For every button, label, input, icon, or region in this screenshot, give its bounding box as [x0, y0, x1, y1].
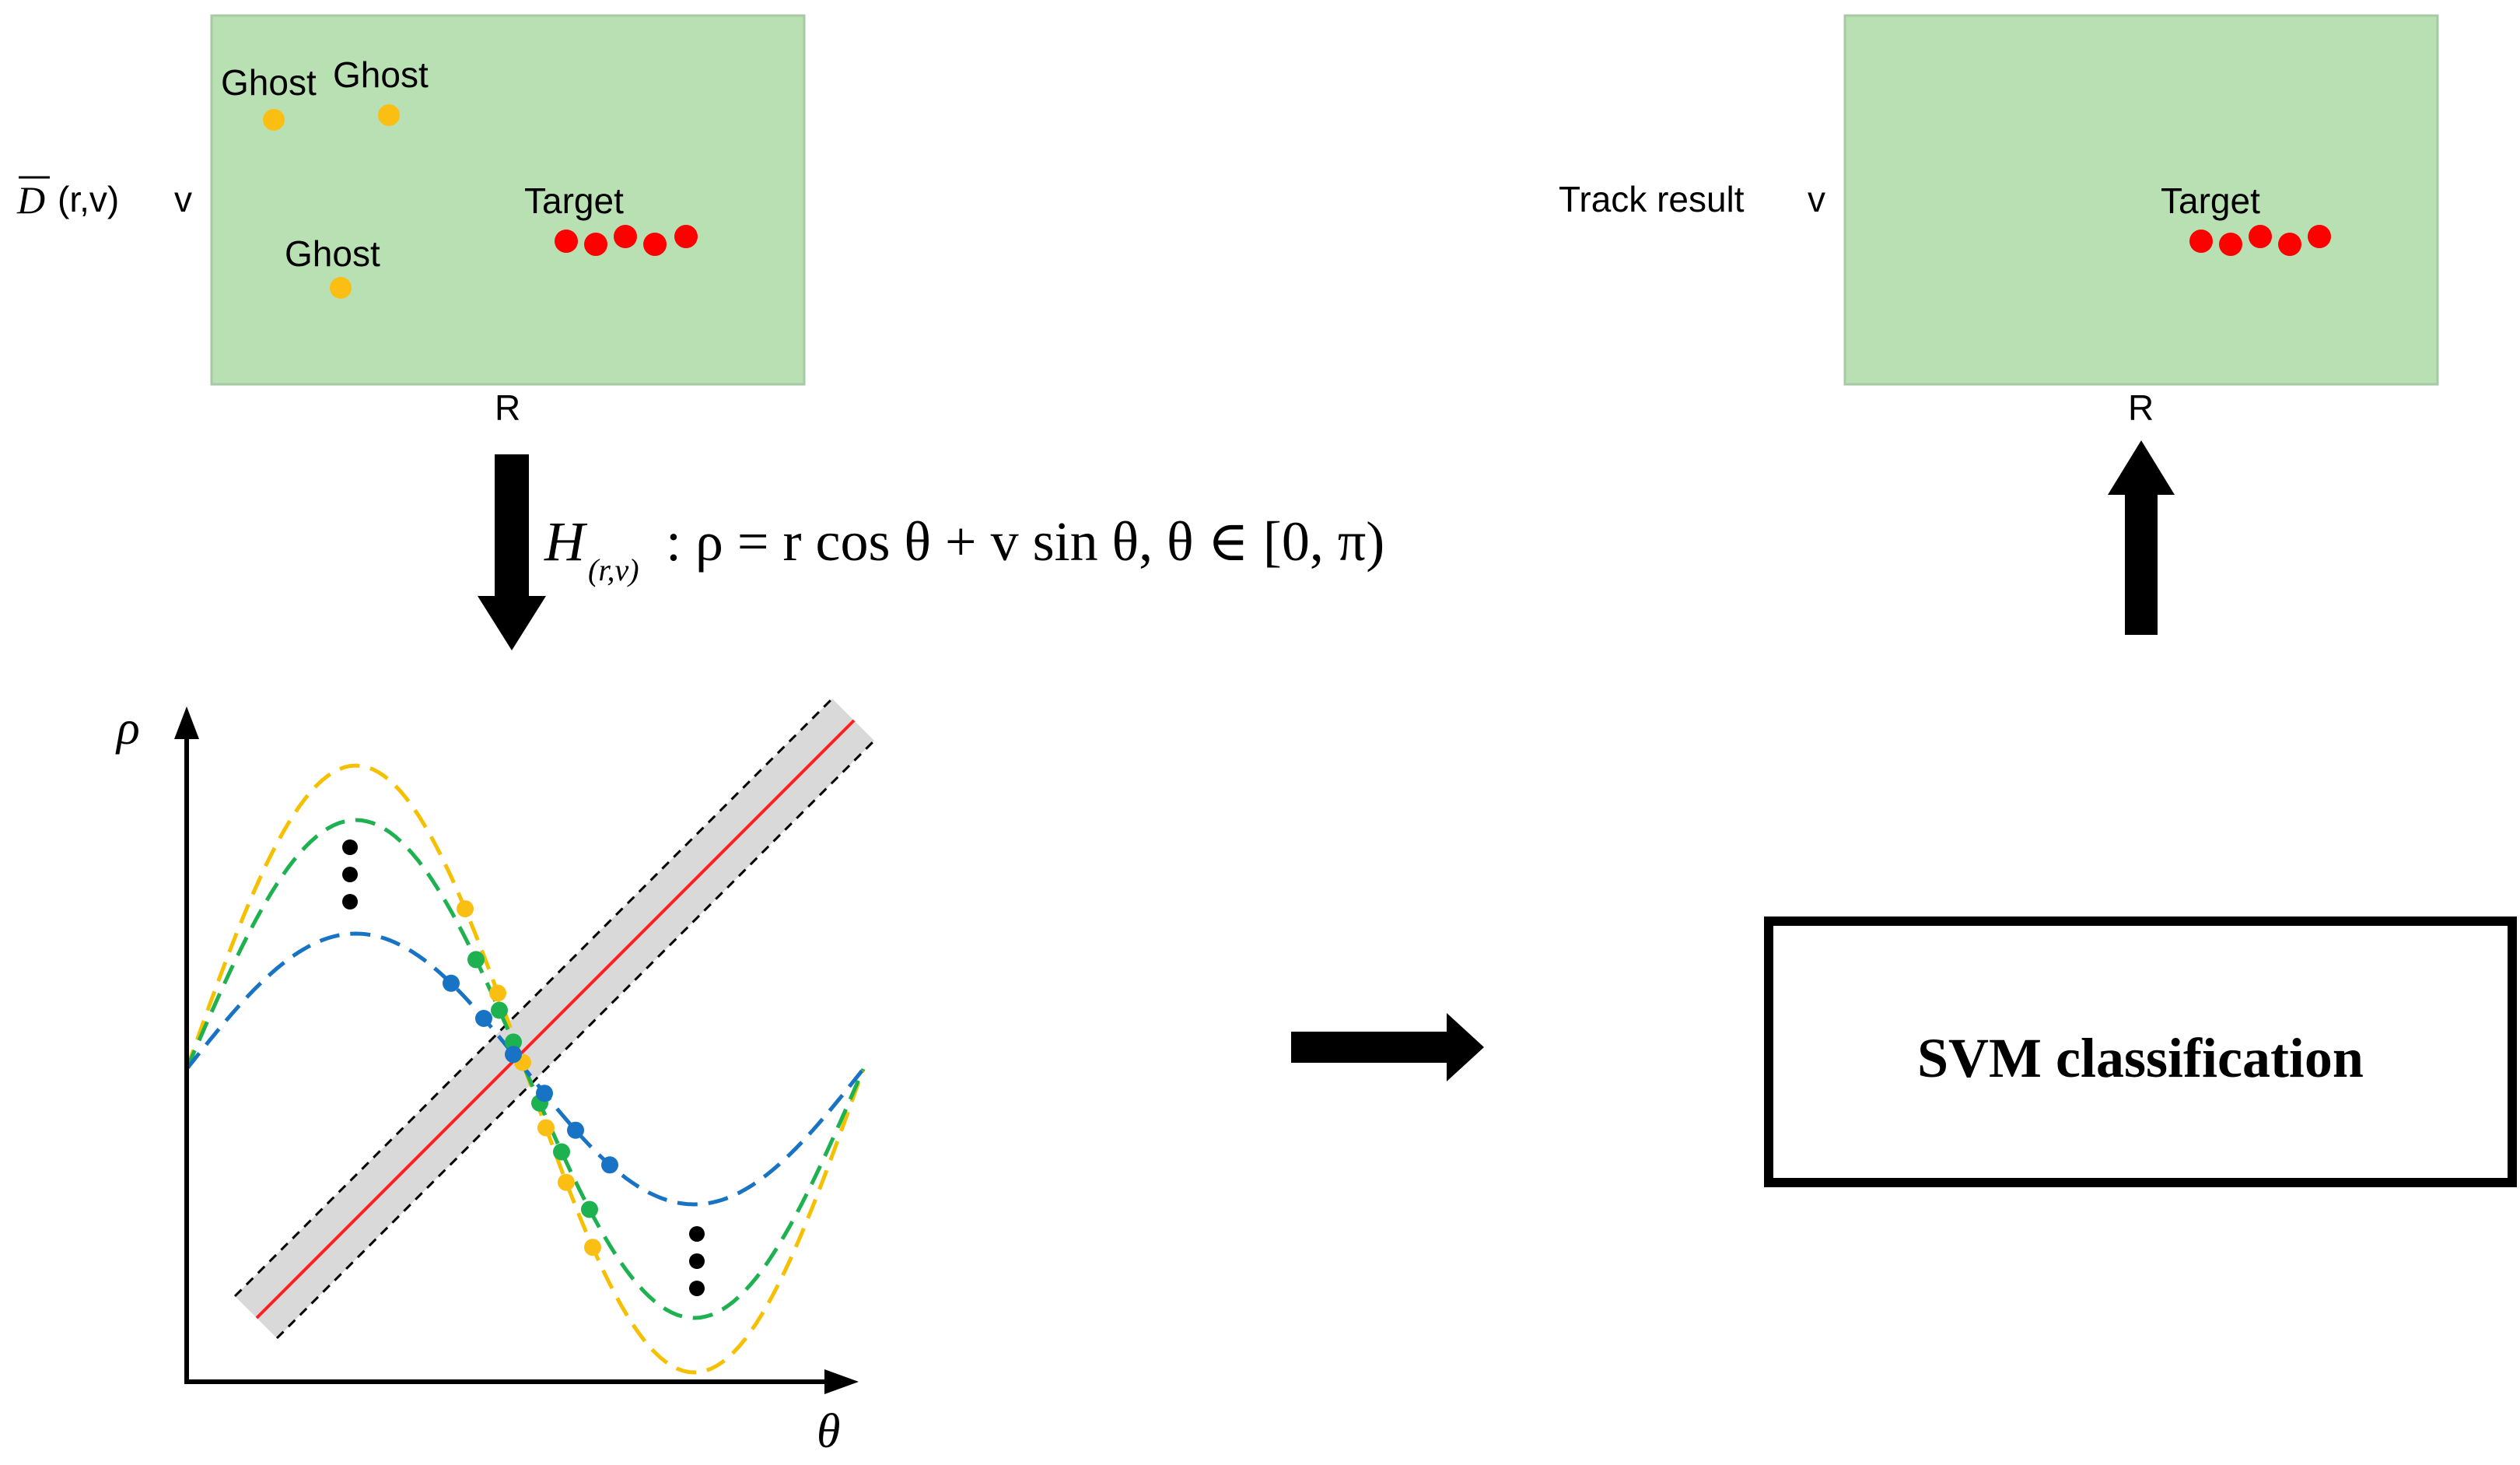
d-args-label: (r,v): [58, 179, 119, 219]
rho-axis-arrowhead: [174, 706, 199, 739]
target-point: [2219, 233, 2242, 256]
target-point: [584, 233, 607, 256]
left-r-axis-label: R: [495, 387, 520, 428]
equation-h-symbol: H: [544, 510, 588, 573]
ghost-label: Ghost: [285, 233, 380, 274]
ghost-point: [330, 277, 352, 299]
track-result-label: Track result: [1559, 179, 1745, 219]
curve-point-blue: [567, 1121, 584, 1139]
target-point: [555, 230, 578, 253]
ghost-label: Ghost: [221, 62, 317, 103]
target-point: [2278, 233, 2301, 256]
target-point: [614, 225, 637, 248]
target-point: [674, 225, 698, 248]
curve-point-blue: [475, 1010, 492, 1027]
right-panel-background: [1843, 14, 2439, 386]
curve-point-yellow: [537, 1119, 555, 1137]
right-v-axis-label: v: [1808, 179, 1825, 219]
right-track-panel: Target: [1843, 14, 2439, 386]
hough-equation: H (r,v) : ρ = r cos θ + v sin θ, θ ∈ [0,…: [544, 510, 1384, 587]
band-edge-lower: [275, 739, 876, 1340]
curve-point-blue: [536, 1085, 553, 1102]
equation-subscript: (r,v): [588, 552, 639, 587]
curve-point-yellow: [457, 900, 474, 918]
curve-point-yellow: [584, 1239, 601, 1256]
target-point: [643, 233, 667, 256]
theta-axis-label: θ: [817, 1405, 840, 1458]
down-arrow-icon: [478, 454, 546, 650]
curve-point-blue: [505, 1046, 522, 1064]
right-r-axis-label: R: [2128, 387, 2154, 428]
target-point: [2189, 230, 2213, 253]
curve-sample-points: [443, 900, 618, 1256]
right-arrow-icon: [1291, 1013, 1484, 1081]
curve-point-green: [553, 1143, 570, 1161]
target-label: Target: [2161, 180, 2260, 221]
svm-box: [1764, 917, 2517, 1187]
svm-classification-label: SVM classification: [1917, 1027, 2364, 1089]
ellipsis-dot: [342, 867, 358, 882]
ghost-point: [378, 104, 400, 126]
ellipsis-dot: [342, 894, 358, 909]
curve-point-green: [505, 1033, 522, 1051]
ghost-label: Ghost: [333, 54, 429, 95]
curve-point-blue: [601, 1156, 618, 1174]
curve-point-yellow: [489, 984, 506, 1002]
target-point: [2249, 225, 2272, 248]
rho-axis-label: ρ: [115, 702, 140, 755]
left-v-axis-label: v: [174, 179, 192, 219]
ellipsis-dot: [342, 839, 358, 855]
equation-body: : ρ = r cos θ + v sin θ, θ ∈ [0, π): [666, 510, 1384, 573]
curve-point-yellow: [558, 1173, 575, 1191]
band-center-line: [255, 719, 856, 1320]
curve-point-green: [467, 951, 485, 969]
theta-axis-arrowhead: [824, 1369, 859, 1394]
curve-point-green: [581, 1200, 598, 1218]
ghost-point: [263, 109, 285, 131]
left-rv-panel: Ghost Ghost Ghost Target: [210, 14, 806, 386]
d-bar-symbol: D: [16, 178, 45, 222]
ellipsis-dot: [689, 1226, 705, 1242]
up-arrow-icon: [2108, 440, 2175, 635]
target-point: [2308, 225, 2331, 248]
band-edge-upper: [233, 697, 834, 1298]
curve-point-blue: [443, 974, 460, 992]
ellipsis-dot: [689, 1281, 705, 1296]
curve-point-green: [491, 1001, 508, 1019]
left-panel-background: [210, 14, 806, 386]
hough-plot: ρ θ: [115, 697, 876, 1458]
ellipsis-dot: [689, 1253, 705, 1269]
target-label: Target: [524, 180, 624, 221]
